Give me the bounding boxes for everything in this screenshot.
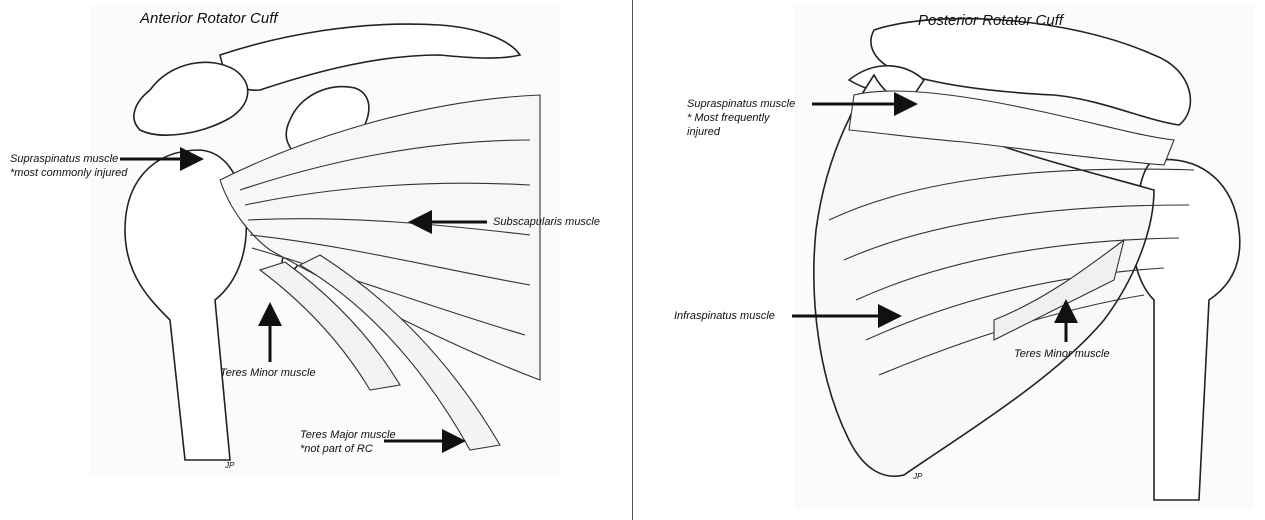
supraspinatus-note-line2: injured: [687, 125, 795, 139]
anterior-title: Anterior Rotator Cuff: [140, 10, 278, 27]
subscapularis-label: Subscapularis muscle: [493, 215, 600, 229]
posterior-panel: Posterior Rotator Cuff Supraspinatus mus…: [634, 0, 1265, 520]
supraspinatus-note: *most commonly injured: [10, 166, 127, 180]
teres-major-label: Teres Major muscle *not part of RC: [300, 428, 396, 456]
supraspinatus-name: Supraspinatus muscle: [10, 152, 127, 166]
artist-signature: JP: [913, 472, 922, 481]
teres-major-name: Teres Major muscle: [300, 428, 396, 442]
artist-signature: JP: [225, 461, 234, 470]
teres-major-note: *not part of RC: [300, 442, 396, 456]
teres-minor-label: Teres Minor muscle: [220, 366, 316, 380]
supraspinatus-label: Supraspinatus muscle *most commonly inju…: [10, 152, 127, 180]
panel-divider: [632, 0, 633, 520]
supraspinatus-name: Supraspinatus muscle: [687, 97, 795, 111]
anterior-panel: Anterior Rotator Cuff Supraspinatus musc…: [0, 0, 632, 520]
supraspinatus-note-line1: * Most frequently: [687, 111, 795, 125]
teres-minor-label: Teres Minor muscle: [1014, 347, 1110, 361]
supraspinatus-label: Supraspinatus muscle * Most frequently i…: [687, 97, 795, 139]
posterior-shoulder-drawing: [634, 0, 1265, 520]
posterior-title: Posterior Rotator Cuff: [918, 12, 1063, 29]
infraspinatus-label: Infraspinatus muscle: [674, 309, 775, 323]
